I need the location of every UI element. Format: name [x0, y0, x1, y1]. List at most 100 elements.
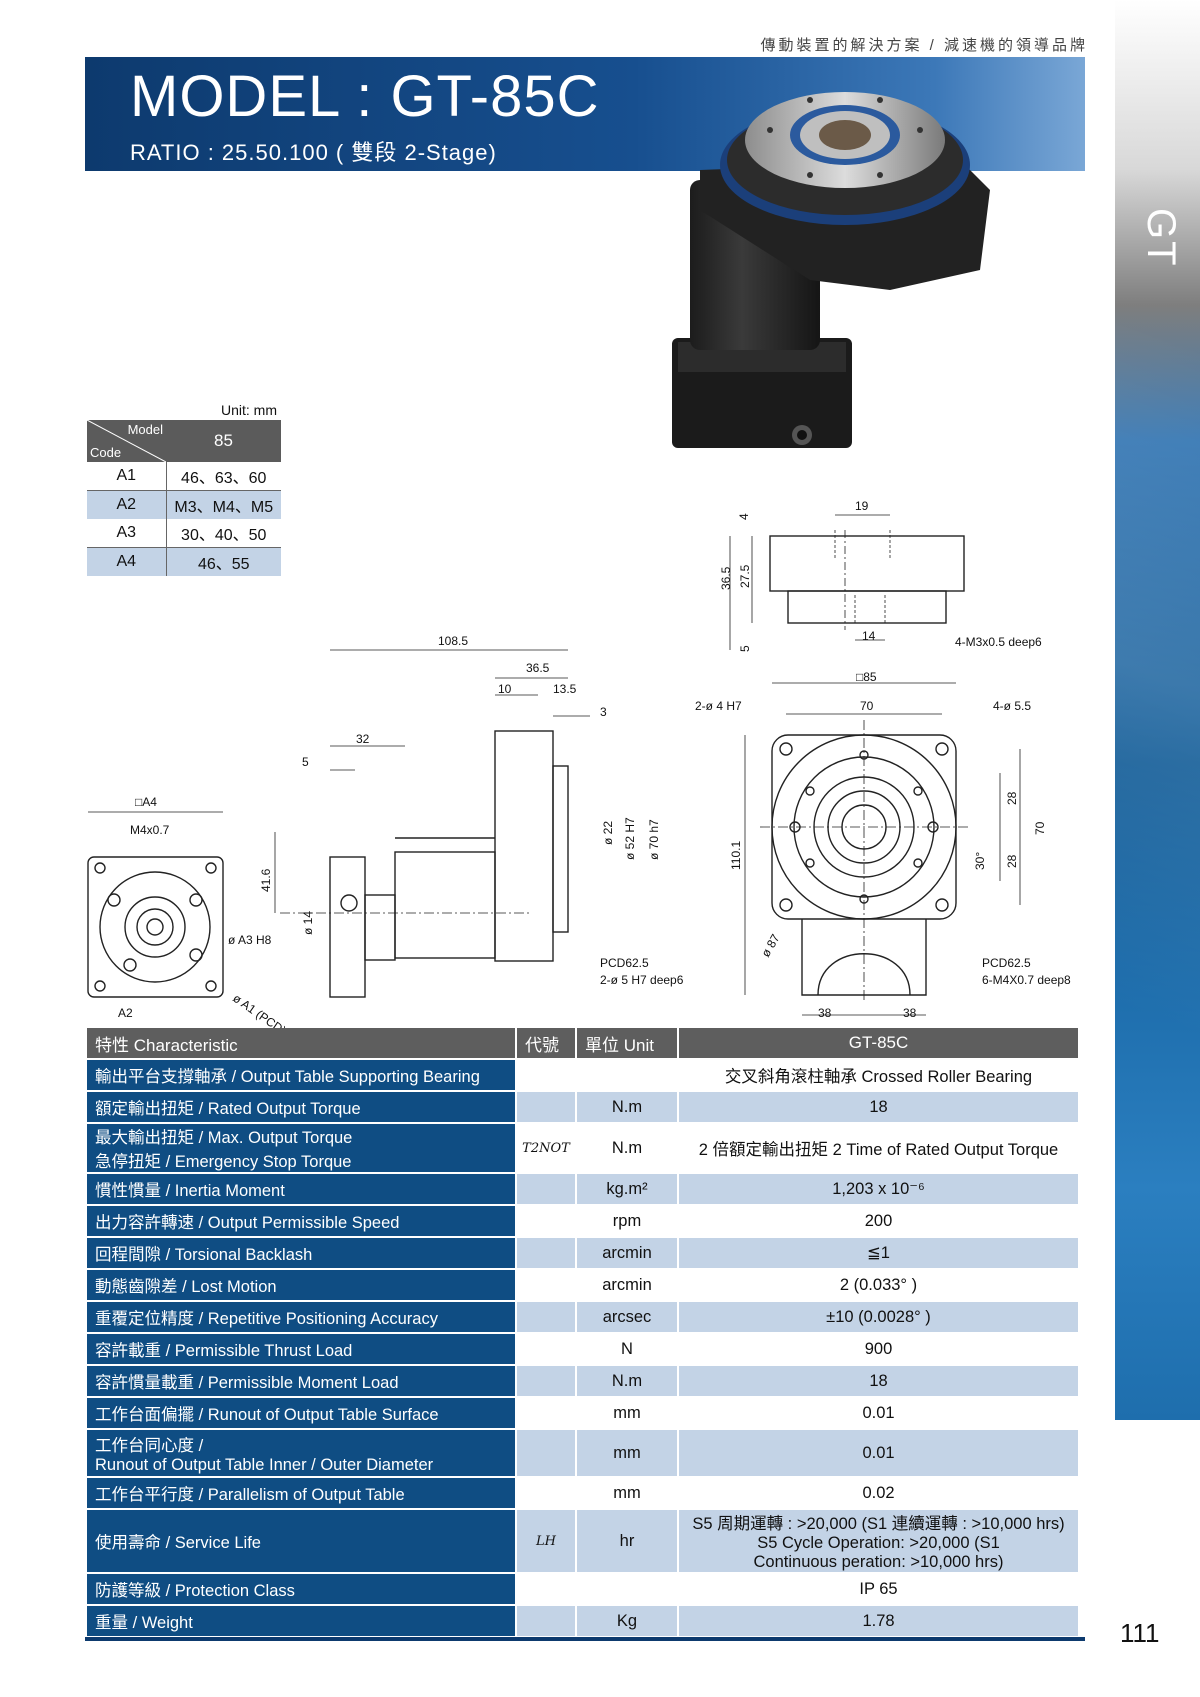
- dim-38a: 38: [818, 1006, 832, 1020]
- row-label: 輸出平台支撐軸承 / Output Table Supporting Beari…: [87, 1060, 517, 1092]
- row-value: 交叉斜角滾柱軸承 Crossed Roller Bearing: [679, 1060, 1078, 1092]
- col-model: GT-85C: [679, 1028, 1078, 1060]
- row-value: 200: [679, 1206, 1078, 1238]
- row-label: 容許慣量載重 / Permissible Moment Load: [87, 1366, 517, 1398]
- page-title: MODEL : GT-85C: [130, 64, 600, 129]
- page-number: 111: [1120, 1618, 1160, 1648]
- dim-108-5: 108.5: [438, 634, 468, 648]
- code-a3: A3: [87, 519, 167, 548]
- row-unit: arcmin: [577, 1270, 679, 1302]
- row-label: 回程間隙 / Torsional Backlash: [87, 1238, 517, 1270]
- dim-side-36-5: 36.5: [526, 661, 550, 675]
- row-value: 18: [679, 1092, 1078, 1124]
- dim-2d4: 2-ø 4 H7: [695, 699, 742, 713]
- dim-a3: ø A3 H8: [228, 933, 272, 947]
- dim-m3: 4-M3x0.5 deep6: [955, 635, 1042, 649]
- row-label: 工作台平行度 / Parallelism of Output Table: [87, 1478, 517, 1510]
- row-unit: Kg: [577, 1606, 679, 1638]
- row-label: 防護等級 / Protection Class: [87, 1574, 517, 1606]
- dim-d52: ø 52 H7: [623, 817, 637, 860]
- row-value: 900: [679, 1334, 1078, 1366]
- dim-28b: 28: [1005, 854, 1019, 868]
- row-value: ±10 (0.0028° ): [679, 1302, 1078, 1334]
- spec-table: 特性 Characteristic 代號 單位 Unit GT-85C 輸出平台…: [87, 1028, 1078, 1638]
- dim-top-4: 4: [737, 513, 751, 520]
- row-unit: mm: [577, 1478, 679, 1510]
- row-unit: kg.m²: [577, 1174, 679, 1206]
- dim-36-5: 36.5: [719, 566, 733, 590]
- row-value: 2 倍額定輸出扭矩 2 Time of Rated Output Torque: [679, 1124, 1078, 1174]
- dim-d87: ø 87: [758, 931, 782, 959]
- dim-14: 14: [862, 629, 876, 643]
- dim-a1: ø A1 (PCD): [230, 991, 288, 1030]
- row-unit: N: [577, 1334, 679, 1366]
- code-table-corner: Model Code: [87, 420, 166, 462]
- dim-pcd-right: PCD62.5: [982, 956, 1031, 970]
- row-unit: mm: [577, 1398, 679, 1430]
- row-value: 1.78: [679, 1606, 1078, 1638]
- row-value: ≦1: [679, 1238, 1078, 1270]
- row-unit: N.m: [577, 1092, 679, 1124]
- code-a2: A2: [87, 490, 167, 519]
- code-a1: A1: [87, 462, 167, 491]
- col-unit: 單位 Unit: [577, 1028, 679, 1060]
- dim-pcd-left2: 2-ø 5 H7 deep6: [600, 973, 684, 987]
- row-label: 出力容許轉速 / Output Permissible Speed: [87, 1206, 517, 1238]
- header-85: 85: [166, 420, 281, 462]
- row-label: 使用壽命 / Service Life: [87, 1510, 517, 1574]
- dim-4d5-5: 4-ø 5.5: [993, 699, 1031, 713]
- row-label: 動態齒隙差 / Lost Motion: [87, 1270, 517, 1302]
- row-code: T2NOT: [517, 1124, 577, 1174]
- dim-a2: A2: [118, 1006, 133, 1020]
- dim-side-5: 5: [302, 755, 309, 769]
- dim-30deg: 30°: [973, 852, 987, 870]
- row-unit: arcmin: [577, 1238, 679, 1270]
- dim-70v: 70: [1033, 821, 1047, 835]
- row-value: 0.01: [679, 1430, 1078, 1478]
- row-label: 重量 / Weight: [87, 1606, 517, 1638]
- side-tab: GT: [1115, 0, 1200, 1697]
- row-unit: rpm: [577, 1206, 679, 1238]
- row-unit: N.m: [577, 1124, 679, 1174]
- dim-front-70: 70: [860, 699, 874, 713]
- dim-110-1: 110.1: [729, 841, 743, 870]
- dim-28a: 28: [1005, 791, 1019, 805]
- row-label: 工作台面偏擺 / Runout of Output Table Surface: [87, 1398, 517, 1430]
- row-value: 1,203 x 10⁻⁶: [679, 1174, 1078, 1206]
- row-unit: hr: [577, 1510, 679, 1574]
- unit-label: Unit: mm: [221, 402, 277, 418]
- value-a2: M3、M4、M5: [166, 490, 281, 519]
- header-model: Model: [127, 422, 163, 437]
- footer-rule: [85, 1637, 1085, 1641]
- dim-pcd-right2: 6-M4X0.7 deep8: [982, 973, 1071, 987]
- row-code: LH: [517, 1510, 577, 1574]
- row-unit: arcsec: [577, 1302, 679, 1334]
- col-characteristic: 特性 Characteristic: [87, 1028, 517, 1060]
- ratio-subtitle: RATIO : 25.50.100 ( 雙段 2-Stage): [130, 140, 497, 165]
- header-code: Code: [90, 445, 122, 460]
- dim-top-5: 5: [738, 645, 752, 652]
- dim-m4: M4x0.7: [130, 823, 170, 837]
- row-label: 工作台同心度 /Runout of Output Table Inner / O…: [87, 1430, 517, 1478]
- product-image: [672, 92, 990, 448]
- dim-sq85: □85: [856, 670, 877, 684]
- dim-pcd-left: PCD62.5: [600, 956, 649, 970]
- dim-32: 32: [356, 732, 370, 746]
- dim-13-5: 13.5: [553, 682, 577, 696]
- row-label: 額定輸出扭矩 / Rated Output Torque: [87, 1092, 517, 1124]
- value-a1: 46、63、60: [166, 462, 281, 491]
- dim-d22: ø 22: [601, 821, 615, 845]
- row-value: 18: [679, 1366, 1078, 1398]
- row-value: S5 周期運轉 : >20,000 (S1 連續運轉 : >10,000 hrs…: [679, 1510, 1078, 1574]
- dim-19: 19: [855, 499, 869, 513]
- dim-41-6: 41.6: [259, 868, 273, 892]
- code-a4: A4: [87, 547, 167, 576]
- dim-d14: ø 14: [301, 911, 315, 935]
- row-value: 0.02: [679, 1478, 1078, 1510]
- tagline: 傳動裝置的解決方案 / 減速機的領導品牌: [760, 37, 1088, 54]
- row-label: 重覆定位精度 / Repetitive Positioning Accuracy: [87, 1302, 517, 1334]
- dim-d70: ø 70 h7: [647, 819, 661, 860]
- value-a4: 46、55: [166, 547, 281, 576]
